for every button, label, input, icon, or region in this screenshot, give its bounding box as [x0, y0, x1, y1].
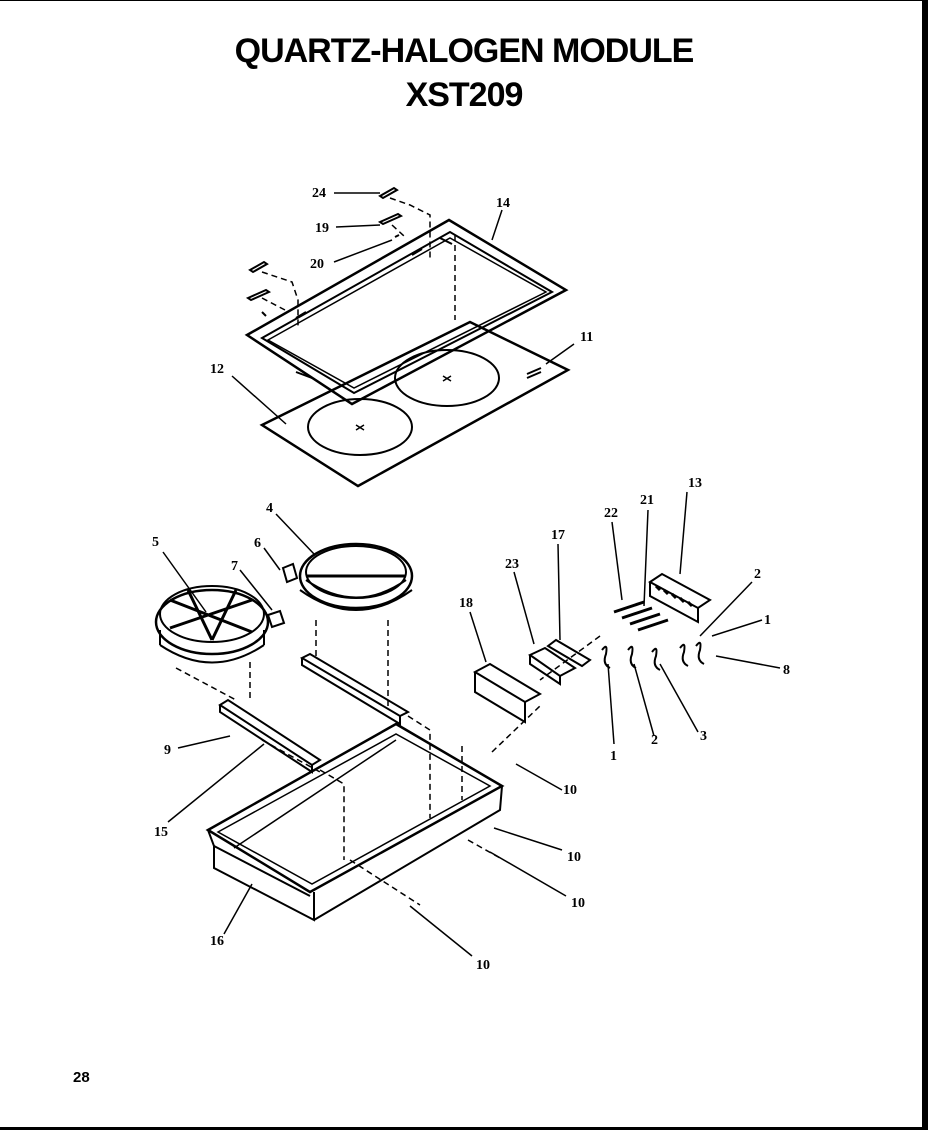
- callout-8: 8: [783, 663, 790, 678]
- callout-6: 6: [254, 536, 261, 551]
- bracket-upper: [299, 652, 411, 726]
- left-clips: [245, 260, 272, 317]
- spacer-part-23: [528, 646, 577, 686]
- callout-3: 3: [700, 729, 707, 744]
- trim-frame-part-14: [244, 218, 569, 406]
- wire-connectors-parts-1-2-3: [601, 641, 705, 671]
- callout-4: 4: [266, 501, 273, 516]
- callout-24: 24: [312, 186, 326, 201]
- heating-element-part-5: [154, 585, 286, 664]
- callout-12: 12: [210, 362, 224, 377]
- callout-labels: 24 19 20 14 11 12 13 21 22 17 23 18 4 6 …: [152, 186, 790, 973]
- clip-part-24: [378, 186, 399, 200]
- bracket-part-18: [472, 662, 543, 724]
- top-assembly-leader-lines: [261, 197, 456, 326]
- clip-part-19: [377, 212, 404, 226]
- callout-5: 5: [152, 535, 159, 550]
- page-top-edge: [0, 0, 928, 1]
- screw-part-20: [394, 234, 400, 238]
- callout-13: 13: [688, 476, 702, 491]
- callout-7: 7: [231, 559, 238, 574]
- callout-23: 23: [505, 557, 519, 572]
- callout-2-upper: 2: [754, 567, 761, 582]
- terminals-part-21-22: [613, 600, 669, 632]
- callout-1-upper: 1: [764, 613, 771, 628]
- callout-19: 19: [315, 221, 329, 236]
- callout-11: 11: [580, 330, 593, 345]
- callout-10-d: 10: [476, 958, 490, 973]
- callout-2-lower: 2: [651, 733, 658, 748]
- callout-10-a: 10: [563, 783, 577, 798]
- callout-10-b: 10: [567, 850, 581, 865]
- model-number: XST209: [405, 76, 524, 114]
- page-right-edge: [922, 0, 928, 1130]
- callout-15: 15: [154, 825, 168, 840]
- lower-assembly-leader-lines: [175, 620, 601, 906]
- callout-21: 21: [640, 493, 654, 508]
- glass-cooktop-part-12: [259, 320, 571, 488]
- callout-14: 14: [496, 196, 510, 211]
- spacer-part-17: [546, 638, 592, 668]
- callout-10-c: 10: [571, 896, 585, 911]
- callout-16: 16: [210, 934, 224, 949]
- page-bottom-edge: [0, 1127, 928, 1130]
- heating-element-part-4: [281, 542, 414, 611]
- callout-22: 22: [604, 506, 618, 521]
- terminal-block-part-13: [648, 572, 712, 624]
- housing-pan-part-16: [205, 722, 505, 922]
- diagram-title: QUARTZ-HALOGEN MODULE: [234, 32, 695, 70]
- callout-20: 20: [310, 257, 324, 272]
- callout-17: 17: [551, 528, 565, 543]
- callout-leaders: [162, 192, 781, 957]
- callout-1-lower: 1: [610, 749, 617, 764]
- callout-18: 18: [459, 596, 473, 611]
- page-number: 28: [73, 1069, 90, 1086]
- callout-9: 9: [164, 743, 171, 758]
- bracket-part-15: [218, 698, 322, 774]
